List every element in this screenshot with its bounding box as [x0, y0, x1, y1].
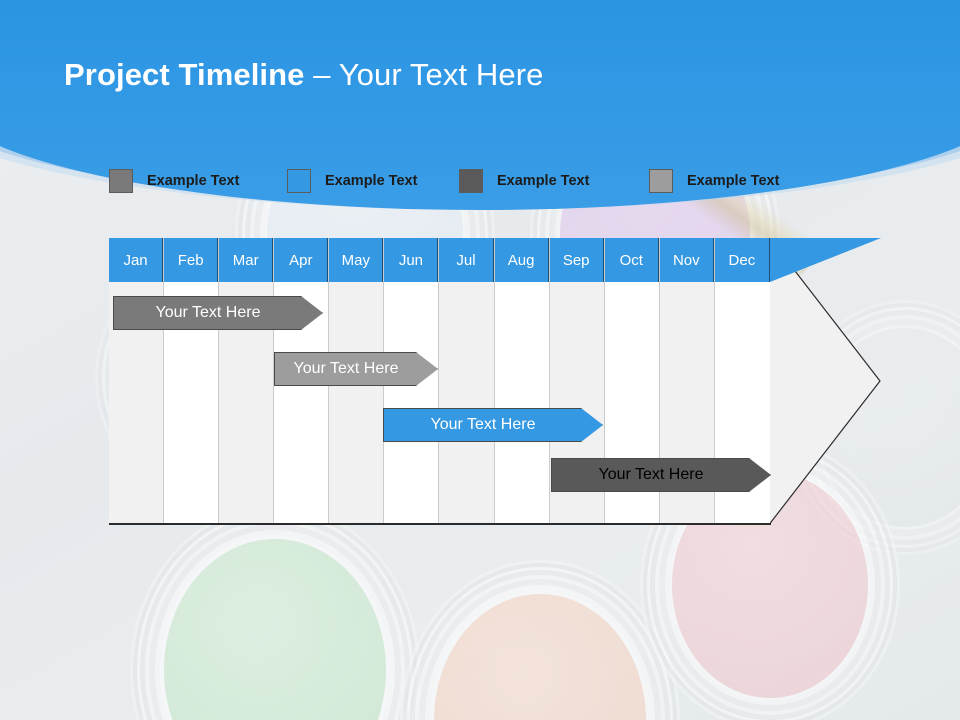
month-header-dec[interactable]: Dec	[714, 238, 770, 282]
column-body	[384, 282, 439, 524]
timeline-column-aug: Aug	[494, 238, 550, 524]
month-header-mar[interactable]: Mar	[219, 238, 274, 282]
legend-item-4[interactable]: Example Text	[649, 168, 779, 194]
legend-label-4: Example Text	[687, 173, 780, 189]
timeline-column-jul: Jul	[439, 238, 495, 524]
month-header-apr[interactable]: Apr	[274, 238, 329, 282]
timeline-column-jun: Jun	[384, 238, 440, 524]
column-body	[439, 282, 494, 524]
legend-item-1[interactable]: Example Text	[109, 168, 239, 194]
legend-label-1: Example Text	[147, 173, 240, 189]
timeline-bar-1-label: Your Text Here	[155, 304, 261, 321]
month-header-aug[interactable]: Aug	[494, 238, 549, 282]
page-title-light: Your Text Here	[338, 57, 544, 92]
page-title: Project Timeline – Your Text Here	[64, 57, 543, 93]
month-header-feb[interactable]: Feb	[164, 238, 219, 282]
month-header-nov[interactable]: Nov	[659, 238, 714, 282]
legend-swatch-2	[287, 169, 311, 193]
month-header-oct[interactable]: Oct	[604, 238, 659, 282]
page-title-strong: Project Timeline	[64, 57, 305, 92]
legend-swatch-1	[109, 169, 133, 193]
legend-item-3[interactable]: Example Text	[459, 168, 589, 194]
timeline-column-mar: Mar	[219, 238, 275, 524]
legend-label-2: Example Text	[325, 173, 418, 189]
column-body	[329, 282, 384, 524]
timeline-bar-2[interactable]: Your Text Here	[274, 352, 438, 386]
timeline-bar-1[interactable]: Your Text Here	[113, 296, 323, 330]
timeline-column-feb: Feb	[164, 238, 220, 524]
column-body	[494, 282, 549, 524]
month-header-may[interactable]: May	[329, 238, 384, 282]
timeline-chart: Jan Feb Mar Apr May Jun	[109, 238, 881, 524]
legend-label-3: Example Text	[497, 173, 590, 189]
timeline-bar-2-label: Your Text Here	[293, 360, 399, 377]
month-header-sep[interactable]: Sep	[549, 238, 604, 282]
timeline-column-jan: Jan	[109, 238, 165, 524]
page-title-separator: –	[304, 57, 339, 92]
chart-bottom-rule	[109, 523, 771, 525]
timeline-bar-3-label: Your Text Here	[430, 416, 536, 433]
legend-swatch-3	[459, 169, 483, 193]
timeline-bar-4[interactable]: Your Text Here	[551, 458, 771, 492]
timeline-bar-3[interactable]: Your Text Here	[383, 408, 603, 442]
legend-item-2[interactable]: Example Text	[287, 168, 417, 194]
month-header-jun[interactable]: Jun	[384, 238, 439, 282]
month-header-jan[interactable]: Jan	[109, 238, 164, 282]
legend-swatch-4	[649, 169, 673, 193]
timeline-column-may: May	[329, 238, 385, 524]
month-header-jul[interactable]: Jul	[439, 238, 494, 282]
timeline-bar-4-label: Your Text Here	[598, 466, 704, 483]
